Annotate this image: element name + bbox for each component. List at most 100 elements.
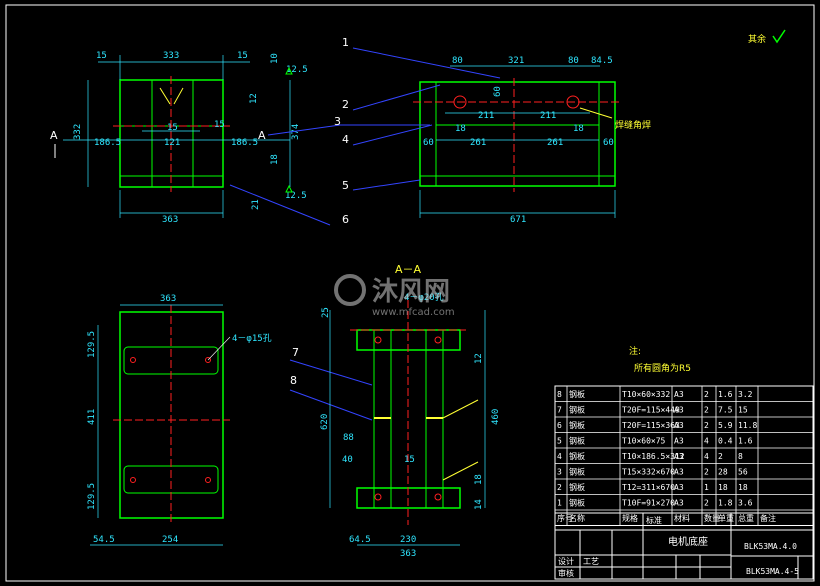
dim-side-9: 60 [423,138,434,148]
bom-row-4-unit: 2 [718,452,723,461]
dim-side-7: 18 [455,124,466,134]
weld-note: 焊缝角焊 [615,119,651,131]
dim-sec-12: 363 [400,549,416,559]
plan-view: 363 129.5 411 129.5 54.5 254 4－φ15孔 [87,294,272,546]
bom-header-6: 总重 [738,513,754,523]
dim-side-12: 60 [603,138,614,148]
bom-row-2-total: 18 [738,483,748,492]
bom-row-2-spec: T12=311×670 [622,483,675,492]
tb-label-standard: 标准 [646,515,662,525]
bom-row-5-no: 5 [557,437,562,446]
dim-side-5: 211 [478,111,494,121]
section-title: A－A [395,263,422,276]
drawing-border [5,4,815,582]
bom-row-8-name: 钢板 [569,389,585,399]
callout-leaders [229,47,501,421]
dim-front-8: 15 [167,123,178,133]
callout-4: 4 [342,133,349,146]
view-mark-left: A [50,129,58,142]
bom-row-2-name: 钢板 [569,482,585,492]
bom-header-4: 数量 [704,513,720,523]
bom-row-7-mat: A3 [674,406,684,415]
bom-row-4-total: 8 [738,452,743,461]
bom-row-1-unit: 1.8 [718,499,733,508]
dim-plan-5: 254 [162,535,178,545]
bom-row-7-spec: T20F=115×449 [622,406,680,415]
bom-row-4-qty: 4 [704,452,709,461]
dim-sec-3: 620 [320,414,330,430]
dim-sec-10: 64.5 [349,535,371,545]
bom-row-3-mat: A3 [674,468,684,477]
bom-row-8-unit: 1.6 [718,390,733,399]
dim-sec-0: 25 [321,307,331,318]
check-icon [772,29,786,44]
dim-plan-3: 129.5 [87,483,97,510]
dim-front-0: 15 [96,51,107,61]
dim-front-10: 10 [270,53,280,64]
dim-front-13: 12.5 [285,191,307,201]
dim-front-15: 21 [251,199,261,210]
bom-row-8-no: 8 [557,390,562,399]
watermark-url: www.mfcad.com [372,307,455,318]
dim-plan-1: 129.5 [87,331,97,358]
callout-1: 1 [342,36,349,49]
dim-side-2: 80 [568,56,579,66]
bom-row-1-qty: 2 [704,499,709,508]
tb-label-design: 设计 [558,556,574,566]
bom-row-8-qty: 2 [704,390,709,399]
bom-row-6-unit: 5.9 [718,421,733,430]
bom-row-4-mat: A3 [674,452,684,461]
dim-side-6: 211 [540,111,556,121]
callout-2: 2 [342,98,349,111]
bom-row-4-spec: T10×186.5×312 [622,452,685,461]
bom-header-2: 规格 [622,513,638,523]
tb-code2: BLK53MA.4-5 [746,567,799,576]
tb-label-review: 审核 [558,568,574,578]
bom-row-6-qty: 2 [704,421,709,430]
dim-side-3: 84.5 [591,56,613,66]
bom-row-2-mat: A3 [674,483,684,492]
tb-title: 电机底座 [668,535,708,548]
tb-code1: BLK53MA.4.0 [744,542,797,551]
front-view: 15 333 15 12.5 332 186.5 186.5 121 15 15… [50,51,308,225]
bom-row-6-name: 钢板 [569,420,585,430]
title-block: 标准 电机底座 BLK53MA.4.0 BLK53MA.4-5 设计 审核 工艺 [554,512,814,580]
bom-row-1-name: 钢板 [569,498,585,508]
bom-row-5-spec: T10×60×75 [622,437,666,446]
dim-plan-4: 54.5 [93,535,115,545]
view-mark-right: A [258,129,266,142]
bom-row-7-unit: 7.5 [718,406,733,415]
bom-row-1-spec: T10F=91×270 [622,499,675,508]
bom-row-1-no: 1 [557,499,562,508]
bom-row-5-mat: A3 [674,437,684,446]
bom-header-0: 序号 [557,513,573,523]
corner-note: 其余 [748,33,766,45]
bom-row-2-unit: 18 [718,483,728,492]
dim-front-2: 15 [237,51,248,61]
bom-row-8-total: 3.2 [738,390,753,399]
dim-sec-8: 18 [474,474,484,485]
watermark-brand: 沐风网 [372,277,450,307]
callout-labels: 1 2 3 4 5 6 7 8 [290,36,349,387]
section-view: A－A 25 4－φ20孔 12 620 88 40 15 460 18 14 … [320,263,501,559]
dim-sec-2: 12 [474,353,484,364]
bom-row-8-mat: A3 [674,390,684,399]
dim-plan-2: 411 [87,409,97,425]
dim-sec-11: 230 [400,535,416,545]
dim-front-9: 15 [214,120,225,130]
dim-side-11: 261 [547,138,563,148]
dim-front-16: 18 [270,154,280,165]
dim-side-10: 261 [470,138,486,148]
callout-6: 6 [342,213,349,226]
bom-row-3-name: 钢板 [569,467,585,477]
bom-header-1: 名称 [569,513,585,523]
bom-row-1-mat: A3 [674,499,684,508]
dim-sec-7: 460 [491,409,501,425]
callout-3: 3 [334,115,341,128]
bom-row-2-qty: 1 [704,483,709,492]
bom-row-6-spec: T20F=115×363 [622,421,680,430]
note-text: 所有圆角为R5 [634,362,691,374]
bom-row-3-unit: 28 [718,468,728,477]
bom-row-2-no: 2 [557,483,562,492]
